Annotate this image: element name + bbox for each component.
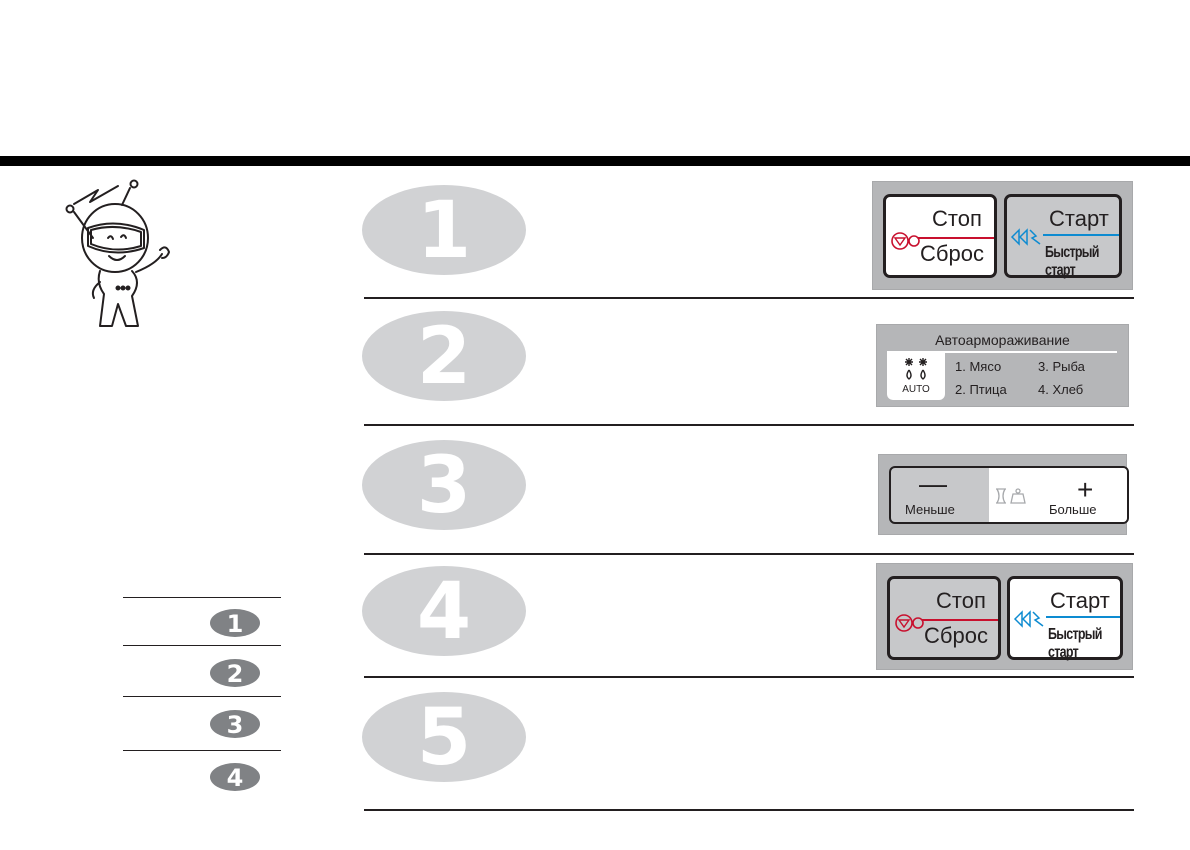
- mini-step-4-badge: 4: [210, 763, 260, 791]
- minus-icon: —: [919, 470, 947, 498]
- less-label: Меньше: [905, 502, 955, 517]
- auto-defrost-button[interactable]: AUTO: [887, 352, 945, 400]
- stop-icon: [890, 231, 920, 251]
- header-rule: [0, 156, 1190, 166]
- step-divider: [364, 424, 1134, 426]
- start-divider: [1046, 616, 1120, 618]
- reset-label: Сброс: [920, 241, 984, 267]
- stop-reset-button[interactable]: Стоп Сброс: [887, 576, 1001, 660]
- mini-list-rule: [123, 696, 281, 697]
- mini-step-1-numeral: 1: [227, 610, 244, 637]
- defrost-item-bread: 4. Хлеб: [1038, 382, 1083, 397]
- start-divider: [1043, 234, 1119, 236]
- mini-list-rule: [123, 597, 281, 598]
- time-adjust-panel: + Больше — Меньше: [878, 454, 1127, 535]
- step-1-badge: 1: [362, 185, 526, 275]
- stop-start-panel-step-4: Стоп Сброс Старт Быстрый старт: [876, 563, 1133, 670]
- snowflake-drops-icon: [902, 355, 930, 383]
- step-divider: [364, 809, 1134, 811]
- more-label: Больше: [1049, 502, 1097, 517]
- step-divider: [364, 553, 1134, 555]
- mini-step-1-badge: 1: [210, 609, 260, 637]
- start-icon: [1010, 227, 1044, 247]
- mini-step-2-numeral: 2: [227, 660, 244, 687]
- stop-label: Стоп: [936, 588, 986, 614]
- less-button[interactable]: — Меньше: [891, 468, 989, 522]
- step-3-numeral: 3: [417, 441, 471, 530]
- step-5-numeral: 5: [417, 693, 471, 782]
- start-icon: [1013, 609, 1047, 629]
- plus-icon: +: [1077, 476, 1093, 504]
- hourglass-weight-icon: [993, 486, 1029, 506]
- start-label: Старт: [1050, 588, 1110, 614]
- auto-label: AUTO: [887, 384, 945, 395]
- defrost-item-meat: 1. Мясо: [955, 359, 1001, 374]
- quick-start-label: Быстрый старт: [1045, 244, 1103, 280]
- reset-label: Сброс: [924, 623, 988, 649]
- defrost-item-poultry: 2. Птица: [955, 382, 1007, 397]
- start-button[interactable]: Старт Быстрый старт: [1007, 576, 1123, 660]
- step-divider: [364, 676, 1134, 678]
- stop-label: Стоп: [932, 206, 982, 232]
- quick-start-label: Быстрый старт: [1048, 626, 1104, 662]
- mini-step-2-badge: 2: [210, 659, 260, 687]
- time-adjust-bar: + Больше — Меньше: [889, 466, 1129, 524]
- stop-reset-button[interactable]: Стоп Сброс: [883, 194, 997, 278]
- stop-icon: [894, 613, 924, 633]
- start-label: Старт: [1049, 206, 1109, 232]
- mini-step-4-numeral: 4: [227, 764, 244, 791]
- auto-defrost-title: Автоармораживание: [877, 332, 1128, 348]
- mini-list-rule: [123, 645, 281, 646]
- step-1-numeral: 1: [417, 186, 471, 275]
- stop-divider: [918, 237, 994, 239]
- more-button[interactable]: + Больше: [1033, 468, 1129, 522]
- step-3-badge: 3: [362, 440, 526, 530]
- defrost-item-fish: 3. Рыба: [1038, 359, 1085, 374]
- step-5-badge: 5: [362, 692, 526, 782]
- step-2-badge: 2: [362, 311, 526, 401]
- mini-step-3-numeral: 3: [227, 711, 244, 738]
- stop-start-panel-step-1: Стоп Сброс Старт Быстрый старт: [872, 181, 1133, 290]
- step-4-numeral: 4: [417, 567, 471, 656]
- step-2-numeral: 2: [417, 312, 471, 401]
- mascot-illustration: [60, 178, 190, 338]
- mini-list-rule: [123, 750, 281, 751]
- start-button[interactable]: Старт Быстрый старт: [1004, 194, 1122, 278]
- mini-step-3-badge: 3: [210, 710, 260, 738]
- step-divider: [364, 297, 1134, 299]
- auto-defrost-panel: Автоармораживание AUTO 1. Мясо 3. Рыба 2…: [876, 324, 1129, 407]
- stop-divider: [922, 619, 998, 621]
- step-4-badge: 4: [362, 566, 526, 656]
- time-adjust-middle: [989, 468, 1033, 522]
